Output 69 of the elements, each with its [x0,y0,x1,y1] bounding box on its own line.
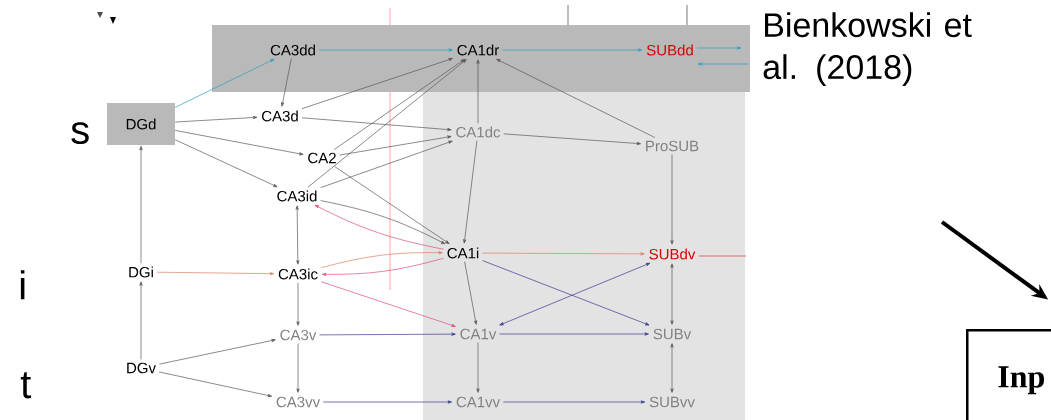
arrow [301,58,453,110]
arrow [464,261,478,325]
arrow [476,59,480,124]
arrow [696,46,742,50]
region-name: CA3id [277,190,317,202]
region-box: DGd [107,103,175,145]
arrow [502,400,646,404]
arrow [139,145,143,264]
arrow [295,205,300,265]
arrow [281,58,292,107]
region-name: CA2 [308,152,336,164]
region-name: SUBvv [649,396,695,408]
region-name: CA1v [460,328,497,340]
arrow [322,400,452,404]
region-name: CA1vv [456,396,501,408]
arrow [339,135,452,156]
side-letter: i [20,270,25,300]
arrow [158,371,272,398]
arrow [320,251,443,269]
arrow [476,342,480,393]
region-name: CA3vv [276,396,321,408]
arrow [296,343,300,393]
arrow [320,140,453,188]
arrow [333,59,465,150]
arrow [463,140,478,244]
arrow [670,343,674,393]
side-letter: t [20,372,31,399]
input-box: Inp [966,329,1051,420]
citation-text: Bienkowski et al. (2018) [763,12,972,86]
region-name: CA1dc [456,126,501,138]
region-name: SUBdv [649,248,696,260]
arrow [499,332,649,336]
arrow [158,338,276,365]
arrow [670,154,674,245]
region-name: CA3ic [278,268,318,280]
arrow [174,130,304,156]
region-name: DGv [127,362,156,374]
region-name: CA1i [447,247,479,259]
region-name: CA3v [280,329,317,341]
region-name: SUBv [653,328,692,340]
arrow [307,59,467,188]
arrow [321,257,444,276]
arrow [301,117,452,132]
region-name: CA3d [262,110,298,122]
arrow [139,281,143,360]
arrow [174,115,258,123]
region-name: ProSUB [646,140,699,152]
region-name: CA3dd [270,44,315,56]
region-band [423,92,745,420]
arrow [174,58,275,108]
arrow [334,166,450,245]
arrow [496,58,656,138]
region-band [212,25,750,92]
arrow [174,139,278,188]
arrow [697,62,749,66]
arrow [314,204,444,250]
arrow [503,133,641,146]
region-name: CA1dr [457,44,499,56]
arrow [502,48,643,52]
region-name: DGi [129,266,153,278]
arrow [320,281,456,327]
arrow [320,200,446,245]
arrow [318,48,453,52]
arrow [670,263,674,325]
arrow [296,282,300,326]
arrow [482,252,645,256]
arrow [319,332,456,336]
arrow [156,271,275,276]
region-name: SUBdd [646,44,693,56]
